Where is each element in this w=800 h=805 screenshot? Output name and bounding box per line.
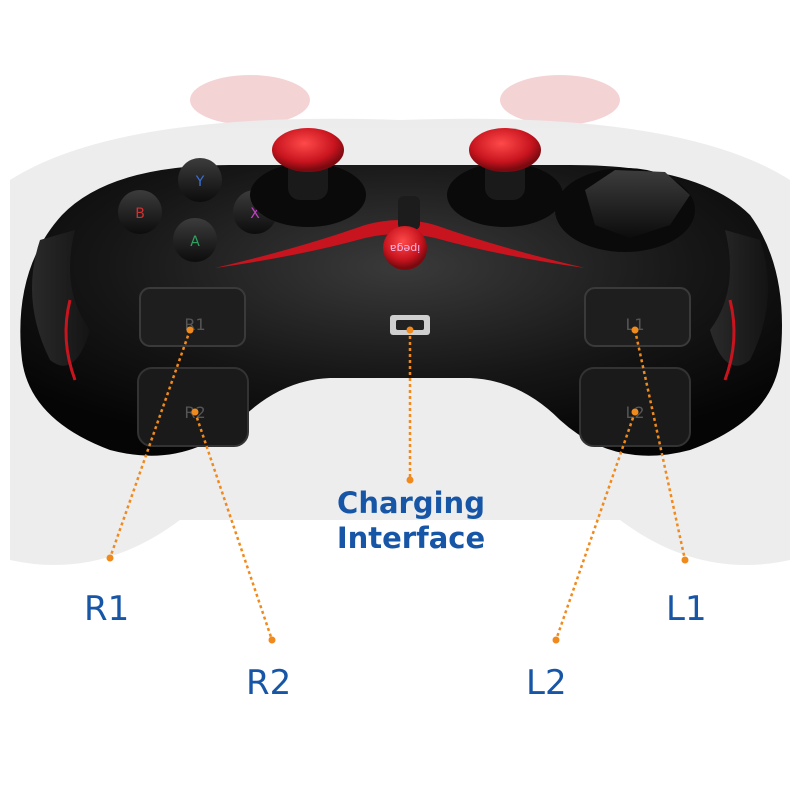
right-grip	[710, 230, 768, 366]
label-charging-line2: Interface	[336, 521, 486, 555]
leader-r2	[193, 411, 274, 641]
left-grip	[32, 230, 90, 366]
svg-text:A: A	[190, 234, 200, 250]
mode-switch	[398, 196, 420, 230]
svg-text:ipega: ipega	[390, 242, 421, 255]
label-l1: L1	[666, 589, 707, 629]
leader-lines	[108, 329, 687, 641]
svg-text:X: X	[250, 206, 260, 222]
r1-button: R1	[139, 287, 246, 347]
home-button: ipega	[383, 226, 427, 270]
leader-dots	[106, 326, 689, 644]
leader-r1	[108, 329, 192, 559]
svg-text:L1: L1	[625, 315, 644, 334]
l2-button: L2	[579, 367, 691, 447]
dpad	[555, 168, 695, 252]
label-r2: R2	[246, 663, 292, 703]
label-r1: R1	[84, 589, 130, 629]
right-thumbstick	[447, 128, 563, 227]
svg-text:B: B	[135, 206, 145, 222]
leader-l2	[554, 411, 637, 641]
label-l2: L2	[526, 663, 567, 703]
l1-button: L1	[584, 287, 691, 347]
left-thumbstick	[250, 128, 366, 227]
svg-text:Y: Y	[195, 174, 205, 190]
usb-port-icon	[390, 315, 430, 335]
face-buttons: Y B X A	[118, 158, 277, 262]
label-charging-interface: Charging Interface	[306, 486, 516, 556]
label-charging-line1: Charging	[337, 486, 485, 520]
